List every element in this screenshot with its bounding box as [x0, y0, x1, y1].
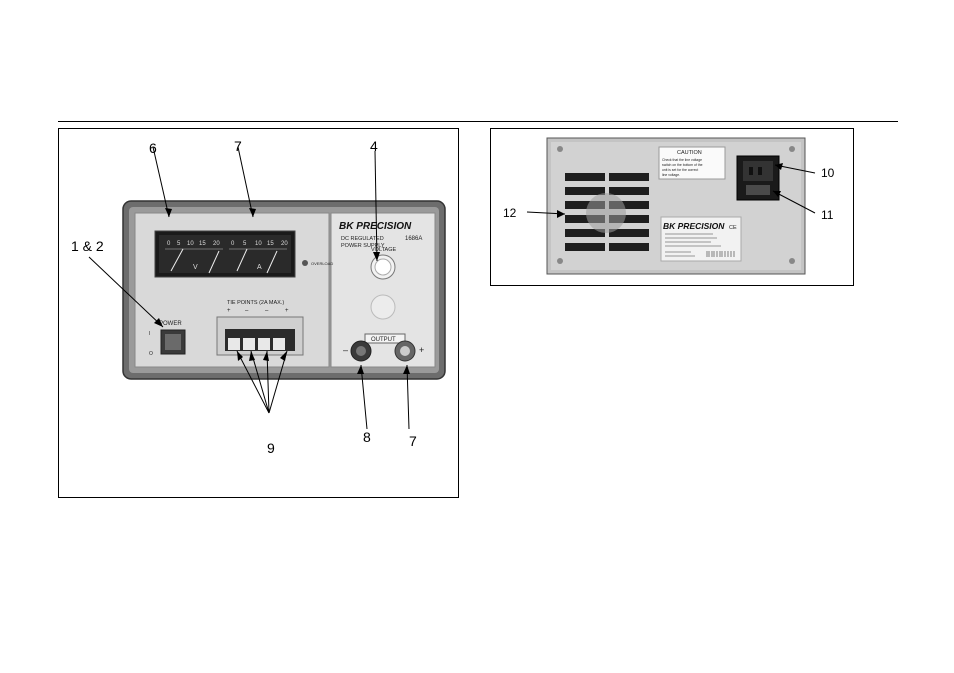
fuse-holder: [746, 185, 770, 195]
meter-a-tick-2: 10: [255, 241, 262, 247]
caution-title: CAUTION: [677, 150, 702, 156]
meter-scales: 0 5 10 15 20 0 5 10 15 20 V A: [167, 241, 288, 271]
meter-a-tick-1: 5: [243, 241, 247, 247]
callout-7-output: 7: [409, 433, 417, 449]
callout-arrowheads: [154, 208, 410, 374]
output-label: OUTPUT: [371, 337, 396, 343]
fan-grille: [565, 173, 649, 251]
callout-9: 9: [267, 440, 275, 456]
caution-line-2: switch on the bottom of the: [662, 163, 703, 167]
meter-v-tick-4: 20: [213, 241, 220, 247]
tie-points-label: TIE POINTS (2A MAX.): [227, 300, 284, 306]
callout-12: 12: [503, 206, 517, 220]
caution-line-3: unit is set for the correct: [662, 168, 698, 172]
product-line-1: DC REGULATED: [341, 236, 384, 242]
meter-a-tick-4: 20: [281, 241, 288, 247]
caution-line-4: line voltage.: [662, 173, 680, 177]
callout-8: 8: [363, 429, 371, 445]
callout-6: 6: [149, 140, 157, 156]
neg-sign: –: [343, 345, 348, 355]
caution-line-1: Check that the line voltage: [662, 158, 702, 162]
voltage-label: VOLTAGE: [371, 247, 396, 253]
caution-label: [658, 146, 726, 180]
tie-sign-4: +: [285, 308, 289, 314]
output-label-box: [364, 333, 406, 344]
meter-a-needle: [236, 248, 248, 272]
blank-cover: [370, 294, 396, 320]
model-number: 1686A: [405, 236, 422, 242]
rear-panel-figure: CAUTION Check that the line voltage swit…: [490, 128, 854, 286]
tie-sign-3: –: [265, 308, 269, 314]
callout-leaders: [88, 146, 410, 430]
rating-plate: [660, 216, 742, 262]
callout-10: 10: [821, 166, 835, 180]
front-panel-drawing: 0 5 10 15 20 0 5 10 15 20 V A OVERLOAD B…: [71, 138, 446, 456]
front-panel-figure: 0 5 10 15 20 0 5 10 15 20 V A OVERLOAD B…: [58, 128, 459, 498]
callout-11: 11: [821, 208, 834, 222]
barcode: [706, 251, 735, 257]
power-on-mark: I: [149, 331, 150, 337]
power-off-mark: O: [149, 351, 153, 357]
power-label: POWER: [159, 321, 182, 327]
pos-sign: +: [419, 345, 424, 355]
brand-logo: BK PRECISION: [339, 221, 412, 232]
meter-v-unit: V: [193, 264, 198, 271]
rating-plate-text: [665, 233, 721, 257]
overload-label: OVERLOAD: [311, 261, 333, 266]
meter-a-unit: A: [257, 264, 262, 271]
screw: [557, 258, 563, 264]
meter-v-tick-0: 0: [167, 241, 171, 247]
product-line-2: POWER SUPPLY: [341, 243, 385, 249]
meter-v-needle: [170, 248, 184, 272]
meter-a-tick-3: 15: [267, 241, 274, 247]
screw: [557, 146, 563, 152]
callout-7-meter: 7: [234, 138, 242, 154]
tie-sign-2: –: [245, 308, 249, 314]
meter-a-tick-0: 0: [231, 241, 235, 247]
header-rule: [58, 121, 898, 122]
rear-panel-drawing: CAUTION Check that the line voltage swit…: [503, 137, 835, 275]
meter-v-tick-3: 15: [199, 241, 206, 247]
rear-brand-logo: BK PRECISION: [663, 221, 725, 231]
meter-v-tick-2: 10: [187, 241, 194, 247]
rear-callout-arrowheads: [557, 163, 783, 218]
callout-4: 4: [370, 138, 378, 154]
meter-v-tick-1: 5: [177, 241, 181, 247]
fan-hub: [586, 193, 626, 233]
tie-sign-1: +: [227, 308, 231, 314]
meter-face: [159, 235, 291, 273]
screw: [789, 146, 795, 152]
screw: [789, 258, 795, 264]
callout-1-2: 1 & 2: [71, 238, 104, 254]
ce-mark: CE: [729, 225, 737, 231]
overload-led: [302, 260, 308, 266]
